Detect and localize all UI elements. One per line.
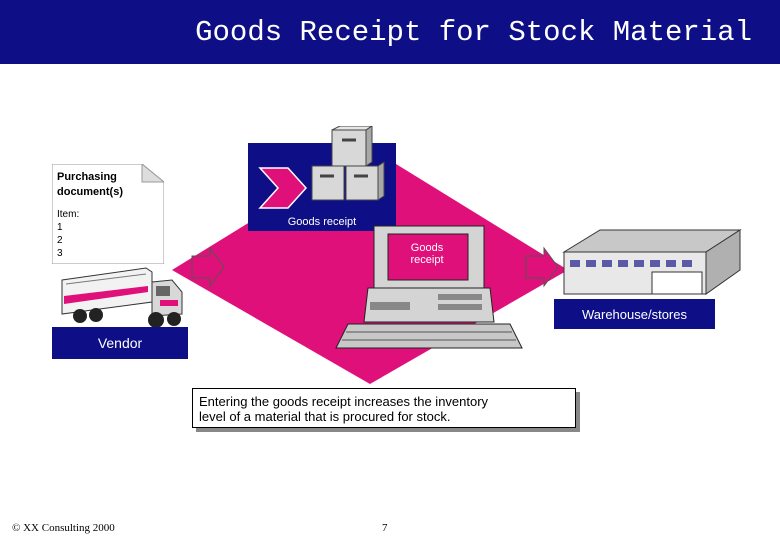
copyright-footer: © XX Consulting 2000 (12, 522, 115, 534)
purchasing-document-items: Item: 1 2 3 (57, 208, 79, 260)
warehouse-label: Warehouse/stores (554, 299, 715, 329)
purchasing-document-title: Purchasing document(s) (57, 170, 123, 200)
screen-label-line2: receipt (410, 254, 444, 266)
computer-icon (335, 225, 523, 349)
arrow-right-icon (525, 246, 559, 288)
purchasing-document-icon (52, 164, 164, 264)
arrow-right-icon (191, 246, 225, 288)
item-2: 2 (57, 235, 63, 246)
purchasing-document-title-line1: Purchasing (57, 171, 117, 183)
page-number: 7 (382, 522, 388, 534)
warehouse-icon (562, 229, 742, 295)
screen-goods-receipt-label: Goods receipt (396, 242, 458, 266)
title-bar (0, 0, 780, 64)
item-1: 1 (57, 222, 63, 233)
items-label: Item: (57, 209, 80, 220)
goods-receipt-label: Goods receipt (287, 216, 357, 228)
truck-icon (61, 267, 183, 328)
purchasing-document-title-line2: document(s) (57, 186, 123, 198)
page-title: Goods Receipt for Stock Material (195, 16, 752, 49)
stacked-boxes-icon (258, 126, 385, 209)
vendor-label: Vendor (52, 327, 188, 359)
item-3: 3 (57, 248, 63, 259)
screen-label-line1: Goods (410, 242, 444, 254)
info-line2: level of a material that is procured for… (199, 409, 451, 424)
info-line1: Entering the goods receipt increases the… (199, 394, 489, 409)
info-text-box: Entering the goods receipt increases the… (192, 388, 576, 428)
